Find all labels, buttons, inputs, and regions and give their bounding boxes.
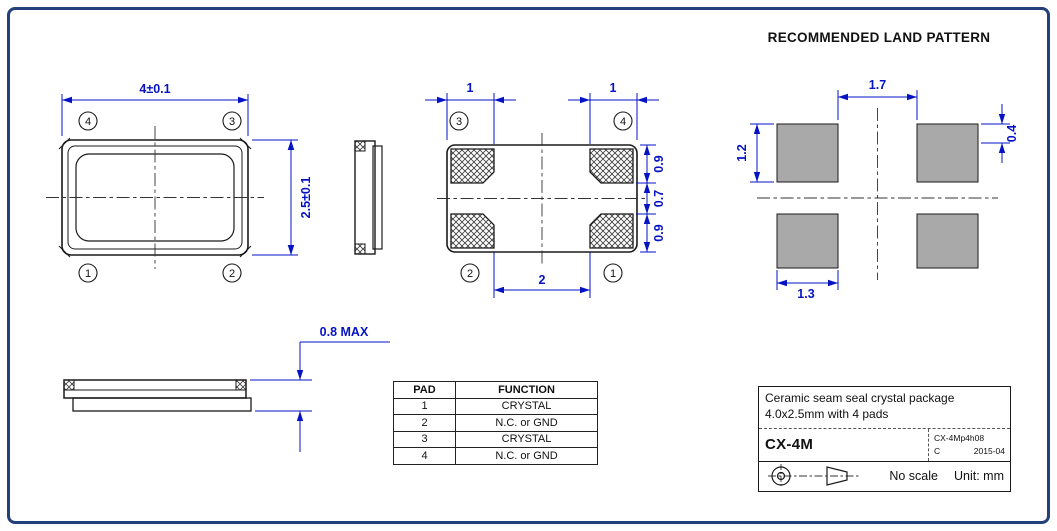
pin-label: 1	[85, 268, 91, 280]
title-block-footer: No scale Unit: mm	[759, 462, 1010, 491]
dim-package-width: 4±0.1	[139, 82, 170, 96]
scale-note: No scale	[889, 469, 938, 484]
pin-label: 3	[229, 116, 235, 128]
pad-2-shape	[450, 213, 495, 249]
side-profile-dimensions: 0.8 MAX	[250, 325, 390, 452]
pad-function: CRYSTAL	[455, 430, 598, 448]
part-number: CX-4M	[765, 436, 814, 454]
corner-castellation-marks	[58, 137, 252, 258]
cone-symbol	[826, 466, 848, 486]
revision-date: 2015-04	[973, 446, 1005, 457]
dim-bottom-section: 0.9	[652, 224, 666, 241]
revision-letter: C	[934, 446, 941, 457]
document-code: CX-4Mp4h08	[934, 433, 985, 444]
land-pad-tl	[776, 123, 839, 183]
land-pad-bl	[776, 213, 839, 269]
pin-label: 2	[467, 268, 473, 280]
pad-function: N.C. or GND	[455, 447, 598, 465]
side-profile-view	[63, 379, 252, 412]
pin-marker-top-view-1: 1	[78, 263, 98, 283]
pad-function: N.C. or GND	[455, 414, 598, 432]
dim-pad-gap: 1.7	[869, 78, 886, 92]
dim-mid-section: 0.7	[652, 190, 666, 207]
pin-marker-top-view-2: 2	[222, 263, 242, 283]
land-pad-br	[916, 213, 979, 269]
pad-3-shape	[450, 148, 495, 184]
projection-symbol	[768, 464, 861, 489]
dim-max-height: 0.8 MAX	[320, 325, 369, 339]
unit-note: Unit: mm	[954, 469, 1004, 484]
table-row: 1 CRYSTAL	[393, 397, 598, 415]
pin-label: 4	[85, 116, 91, 128]
land-pattern-view	[757, 108, 998, 280]
dim-pad-height: 1.2	[735, 144, 749, 161]
pin-marker-top-view-4: 4	[78, 111, 98, 131]
pin-marker-bottom-view-2: 2	[460, 263, 480, 283]
pin-label: 3	[456, 116, 462, 128]
dim-inner-span: 2	[539, 273, 546, 287]
pad-4-shape	[589, 148, 634, 184]
top-view-package: 4 3 1 2	[46, 111, 264, 283]
dim-pad-width: 1.3	[797, 287, 814, 301]
land-pattern-dimensions: 1.7 1.2 0.4 1.3	[735, 78, 1019, 301]
bottom-view-dimensions: 1 1 0.9 0.7 0.9 2	[425, 81, 666, 298]
pad-function-table: PAD FUNCTION 1 CRYSTAL 2 N.C. or GND 3 C…	[393, 381, 598, 465]
package-description-line2: 4.0x2.5mm with 4 pads	[765, 406, 889, 421]
land-pad-tr	[916, 123, 979, 183]
land-pattern-title: RECOMMENDED LAND PATTERN	[767, 30, 991, 45]
revision-box: CX-4Mp4h08 C 2015-04	[928, 428, 1010, 461]
dim-top-section: 0.9	[652, 155, 666, 172]
part-number-row: CX-4M CX-4Mp4h08 C 2015-04	[759, 428, 1010, 462]
pin-marker-bottom-view-4: 4	[613, 111, 633, 131]
pin-marker-bottom-view-3: 3	[449, 111, 469, 131]
pad-number: 2	[393, 414, 456, 432]
dim-left-pad-width: 1	[467, 81, 474, 95]
drawing-border-frame	[7, 7, 1050, 524]
function-column-header: FUNCTION	[455, 381, 598, 399]
pad-1-shape	[589, 213, 634, 249]
package-description: Ceramic seam seal crystal package 4.0x2.…	[759, 387, 1010, 429]
title-block: Ceramic seam seal crystal package 4.0x2.…	[758, 386, 1011, 492]
table-row: 2 N.C. or GND	[393, 414, 598, 432]
dim-right-pad-width: 1	[610, 81, 617, 95]
pin-marker-bottom-view-1: 1	[603, 263, 623, 283]
pin-label: 4	[620, 116, 626, 128]
table-row: 4 N.C. or GND	[393, 447, 598, 465]
pad-column-header: PAD	[393, 381, 456, 399]
table-row: 3 CRYSTAL	[393, 430, 598, 448]
pin-label: 2	[229, 268, 235, 280]
pad-number: 1	[393, 397, 456, 415]
pin-label: 1	[610, 268, 616, 280]
side-view-small	[354, 140, 383, 255]
pad-number: 3	[393, 430, 456, 448]
bottom-view-package: 3 4 2 1	[437, 111, 648, 283]
pin-marker-top-view-3: 3	[222, 111, 242, 131]
table-header-row: PAD FUNCTION	[393, 381, 598, 399]
pad-number: 4	[393, 447, 456, 465]
top-view-dimensions: 4±0.1 2.5±0.1	[61, 82, 313, 256]
dim-package-height: 2.5±0.1	[299, 177, 313, 219]
pad-function: CRYSTAL	[455, 397, 598, 415]
dim-pad-offset: 0.4	[1005, 125, 1019, 142]
package-description-line1: Ceramic seam seal crystal package	[765, 391, 955, 405]
